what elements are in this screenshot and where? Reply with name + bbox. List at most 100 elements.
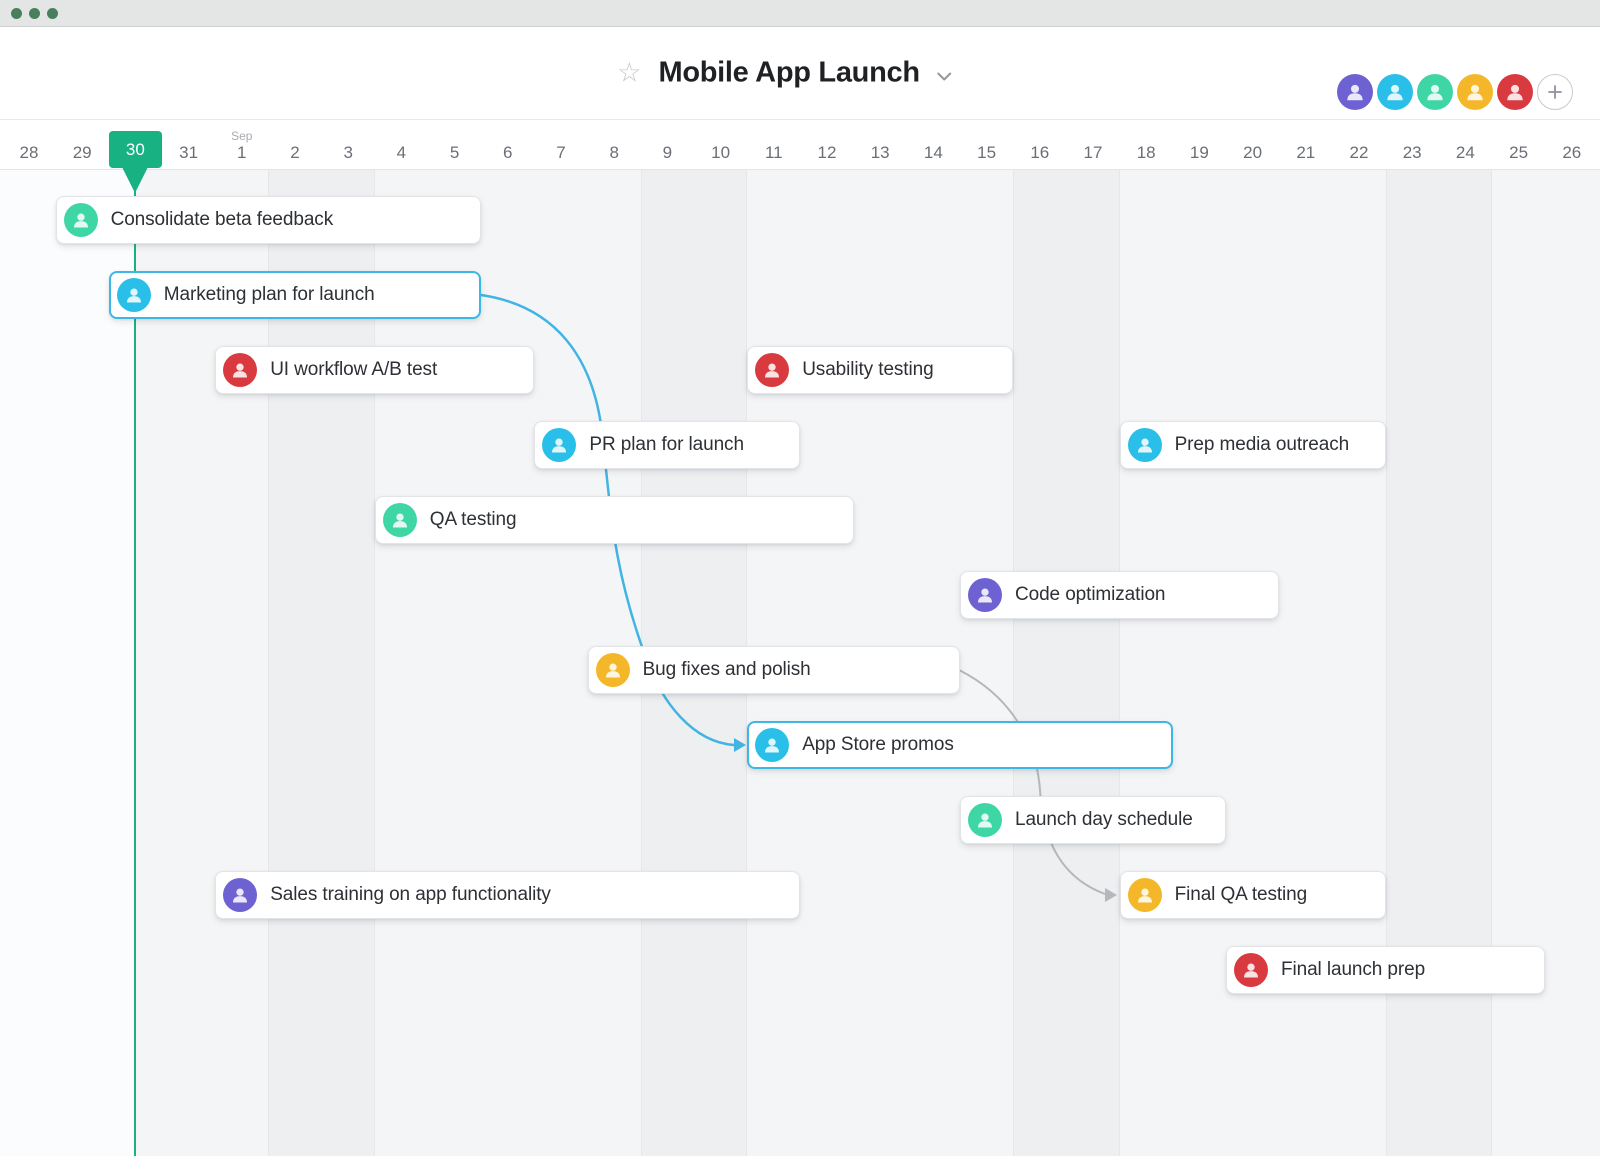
member-avatar-member-2[interactable] (1377, 74, 1413, 110)
day-number: 4 (396, 143, 407, 162)
assignee-avatar (542, 428, 577, 462)
task-label: Final launch prep (1281, 959, 1426, 980)
person-silhouette-icon (978, 588, 992, 603)
day-header-8: 8 (588, 119, 641, 169)
day-header-29: 29 (56, 119, 109, 169)
day-header-3: 3 (322, 119, 375, 169)
chevron-down-icon[interactable] (937, 71, 953, 81)
assignee-avatar (382, 503, 417, 537)
day-header-17: 17 (1066, 119, 1119, 169)
day-header-20: 20 (1226, 119, 1279, 169)
day-header-31: 31 (162, 119, 215, 169)
today-badge: 30 (108, 131, 162, 193)
day-number: 15 (977, 143, 997, 162)
task-consolidate-beta-feedback[interactable]: Consolidate beta feedback (55, 196, 482, 244)
assignee-avatar (1127, 878, 1162, 912)
task-final-launch-prep[interactable]: Final launch prep (1226, 946, 1546, 994)
month-label (719, 129, 722, 143)
task-label: PR plan for launch (589, 434, 744, 455)
assignee-avatar (63, 203, 98, 237)
day-header-25: 25 (1492, 119, 1545, 169)
month-label (985, 129, 988, 143)
task-final-qa-testing[interactable]: Final QA testing (1119, 871, 1386, 919)
person-silhouette-icon (126, 288, 141, 303)
day-number: 25 (1509, 143, 1529, 162)
day-header-6: 6 (481, 119, 534, 169)
member-avatar-member-4[interactable] (1457, 74, 1493, 110)
day-number: 23 (1402, 143, 1422, 162)
day-header-16: 16 (1013, 119, 1066, 169)
member-avatar-member-1[interactable] (1337, 74, 1373, 110)
day-header-23: 23 (1386, 119, 1439, 169)
day-header-5: 5 (428, 119, 481, 169)
window-maximize-dot[interactable] (47, 8, 58, 19)
day-number: 24 (1455, 143, 1475, 162)
month-label (1464, 129, 1467, 143)
day-header-24: 24 (1439, 119, 1492, 169)
person-silhouette-icon (765, 738, 780, 753)
task-label: QA testing (429, 509, 517, 530)
day-number: 22 (1349, 143, 1369, 162)
day-number: 26 (1562, 143, 1582, 162)
month-label (1038, 129, 1041, 143)
person-silhouette-icon (1467, 84, 1483, 101)
day-number: 17 (1083, 143, 1103, 162)
day-header-7: 7 (534, 119, 587, 169)
month-label (293, 129, 296, 143)
window-minimize-dot[interactable] (29, 8, 40, 19)
task-sales-training-on-app-functionality[interactable]: Sales training on app functionality (215, 871, 801, 919)
day-header-13: 13 (854, 119, 907, 169)
month-label (1570, 129, 1573, 143)
day-header-14: 14 (907, 119, 960, 169)
member-avatar-member-5[interactable] (1497, 74, 1533, 110)
day-header-9: 9 (641, 119, 694, 169)
task-marketing-plan-for-launch[interactable]: Marketing plan for launch (108, 271, 482, 319)
day-header-2: 2 (268, 119, 321, 169)
member-avatar-member-3[interactable] (1417, 74, 1453, 110)
day-number: 21 (1296, 143, 1316, 162)
assignee-avatar (595, 653, 630, 687)
day-number: 1 (237, 143, 247, 162)
month-label: Sep (231, 129, 253, 143)
task-ui-workflow-a-b-test[interactable]: UI workflow A/B test (215, 346, 535, 394)
task-label: UI workflow A/B test (270, 359, 438, 380)
weekend-band (1385, 169, 1492, 1156)
month-label (772, 129, 775, 143)
month-label (666, 129, 669, 143)
task-qa-testing[interactable]: QA testing (374, 496, 854, 544)
task-launch-day-schedule[interactable]: Launch day schedule (960, 796, 1226, 844)
day-header-19: 19 (1173, 119, 1226, 169)
day-number: 3 (343, 143, 353, 162)
window-close-dot[interactable] (11, 8, 22, 19)
month-label (825, 129, 828, 143)
task-label: Prep media outreach (1174, 434, 1350, 455)
day-number: 14 (923, 143, 943, 162)
person-silhouette-icon (978, 813, 992, 828)
person-silhouette-icon (1427, 84, 1443, 101)
task-label: Consolidate beta feedback (110, 209, 334, 230)
today-badge-notch (122, 167, 149, 193)
task-prep-media-outreach[interactable]: Prep media outreach (1119, 421, 1386, 469)
weekend-band (268, 169, 375, 1156)
day-header-4: 4 (375, 119, 428, 169)
favorite-star-icon[interactable]: ☆ (617, 57, 642, 88)
task-pr-plan-for-launch[interactable]: PR plan for launch (534, 421, 801, 469)
task-bug-fixes-and-polish[interactable]: Bug fixes and polish (587, 646, 960, 694)
task-code-optimization[interactable]: Code optimization (960, 571, 1280, 619)
add-member-button[interactable] (1537, 74, 1573, 110)
day-header-21: 21 (1279, 119, 1332, 169)
window-titlebar (0, 0, 1600, 27)
task-app-store-promos[interactable]: App Store promos (747, 721, 1173, 769)
day-number: 8 (609, 143, 619, 162)
month-label (400, 129, 403, 143)
month-label (506, 129, 509, 143)
task-label: Code optimization (1015, 584, 1166, 605)
person-silhouette-icon (552, 438, 567, 453)
day-header-18: 18 (1120, 119, 1173, 169)
task-usability-testing[interactable]: Usability testing (747, 346, 1014, 394)
month-label (879, 129, 882, 143)
assignee-avatar (755, 353, 790, 387)
